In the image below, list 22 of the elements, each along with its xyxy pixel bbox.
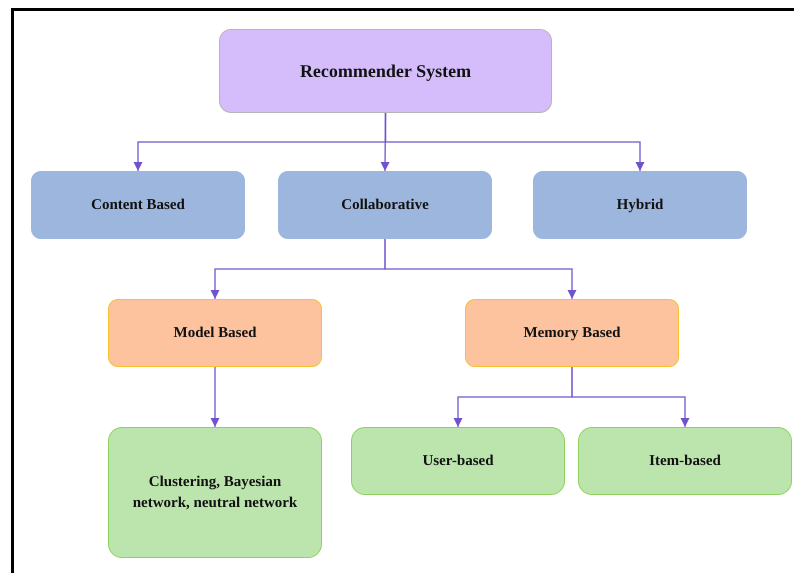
box-label: Clustering, Bayesian network, neutral network	[132, 473, 298, 512]
box-label: Memory Based	[523, 324, 621, 343]
arrow	[210, 367, 220, 427]
process-box	[578, 427, 792, 495]
arrow	[571, 367, 690, 427]
process-box	[278, 171, 492, 239]
box-label: Collaborative	[341, 196, 429, 215]
arrow	[384, 113, 644, 171]
arrow	[384, 239, 576, 299]
process-box	[108, 299, 322, 367]
box-label: Recommender System	[300, 60, 472, 83]
box-label: Item-based	[649, 452, 721, 471]
box-label: Model Based	[174, 324, 256, 343]
process-box	[351, 427, 565, 495]
process-box	[533, 171, 747, 239]
process-box	[219, 29, 552, 113]
process-box	[108, 427, 322, 558]
process-box	[31, 171, 245, 239]
box-label: Hybrid	[616, 196, 664, 215]
box-label: User-based	[422, 452, 494, 471]
box-label: Content Based	[91, 196, 185, 215]
process-box	[465, 299, 679, 367]
